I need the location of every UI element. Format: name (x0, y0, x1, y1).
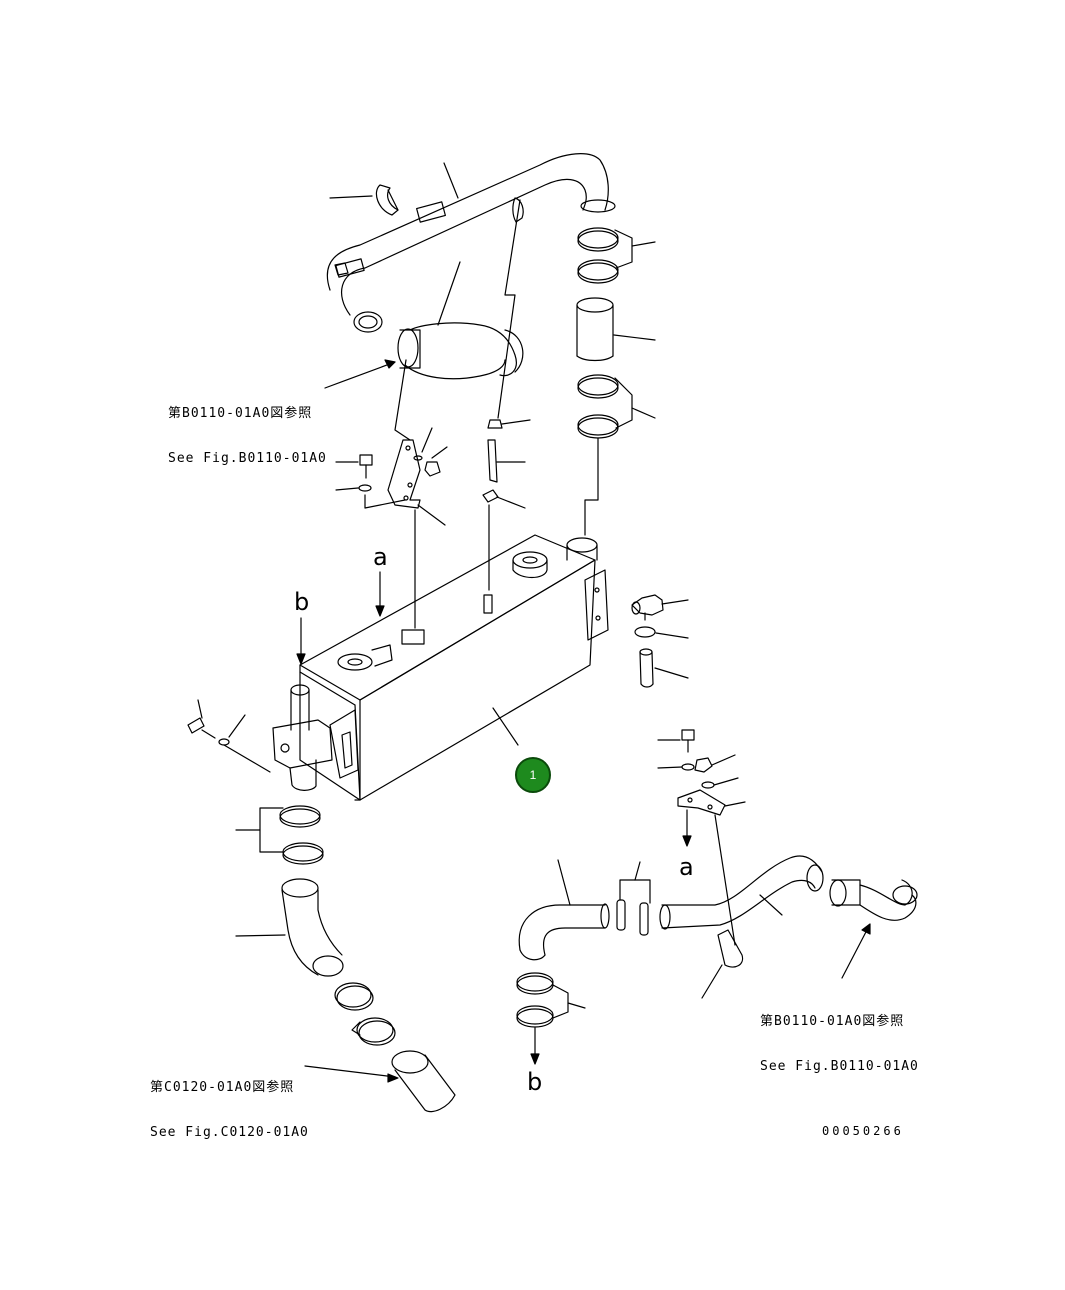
pipe-end-bottom (391, 1050, 456, 1113)
hose-elbow-lower-left (235, 878, 344, 977)
tube-right (639, 648, 689, 688)
marker-b-tank: b (294, 588, 310, 616)
tank-mount-block (401, 629, 425, 645)
inlet-elbow-left (272, 684, 333, 791)
hose-clamp-pair-upper (577, 227, 656, 284)
part-callout-1[interactable]: 1 (515, 757, 551, 793)
nut-upper (424, 461, 441, 477)
connectors-center-bottom (616, 861, 651, 936)
washer-left (218, 738, 230, 746)
nut-center (487, 419, 503, 429)
tank-cap-left (337, 644, 393, 671)
hose-clamp-pair-bottom-center (516, 972, 586, 1028)
bracket-upper (387, 439, 446, 526)
hose-clamp-pair-left (235, 805, 324, 865)
sensor-right (631, 594, 689, 621)
washer-center (482, 489, 499, 503)
marker-a-tank: a (373, 543, 388, 571)
bolt-upper (335, 454, 373, 479)
reference-jp: 第B0110-01A0図参照 (168, 406, 313, 421)
upper-air-pipe (326, 153, 616, 333)
tank-cap-right (512, 551, 548, 579)
drawing-number: 00050266 (822, 1124, 904, 1138)
marker-a-bracket: a (679, 853, 694, 881)
lower-right-pipe (659, 855, 824, 930)
reference-note-right: 第B0110-01A0図参照 See Fig.B0110-01A0 (760, 984, 919, 1089)
elbow-hose-center-bottom (518, 859, 610, 961)
hose-clamp-pair-bottom-left (334, 982, 396, 1046)
hose-elbow-middle (397, 261, 524, 380)
washer-lower-right (681, 763, 695, 771)
reference-en: See Fig.B0110-01A0 (168, 451, 327, 466)
reference-jp: 第B0110-01A0図参照 (760, 1014, 905, 1029)
rubber-sleeve (576, 297, 656, 362)
marker-b-clamp: b (527, 1068, 543, 1096)
washer-upper (358, 484, 372, 492)
oring-right (634, 626, 689, 639)
clip-top-left (329, 184, 399, 216)
gasket-tube (487, 439, 498, 483)
nut-lower-right (694, 757, 713, 773)
pipe-stub-tank (566, 537, 598, 561)
bolt-left (187, 699, 216, 739)
aftercooler-tank (299, 534, 609, 801)
hose-clamp-pair-lower (577, 374, 656, 439)
callout-label: 1 (529, 768, 537, 782)
reference-note-top: 第B0110-01A0図参照 See Fig.B0110-01A0 (168, 376, 327, 481)
bolt-lower-right (657, 729, 695, 753)
hose-small-right (701, 929, 744, 999)
hose-elbow-right (829, 879, 918, 921)
reference-en: See Fig.B0110-01A0 (760, 1059, 919, 1074)
bracket-lower-right (677, 789, 726, 816)
reference-jp: 第C0120-01A0図参照 (150, 1080, 295, 1095)
reference-note-bottom: 第C0120-01A0図参照 See Fig.C0120-01A0 (150, 1050, 309, 1155)
reference-en: See Fig.C0120-01A0 (150, 1125, 309, 1140)
